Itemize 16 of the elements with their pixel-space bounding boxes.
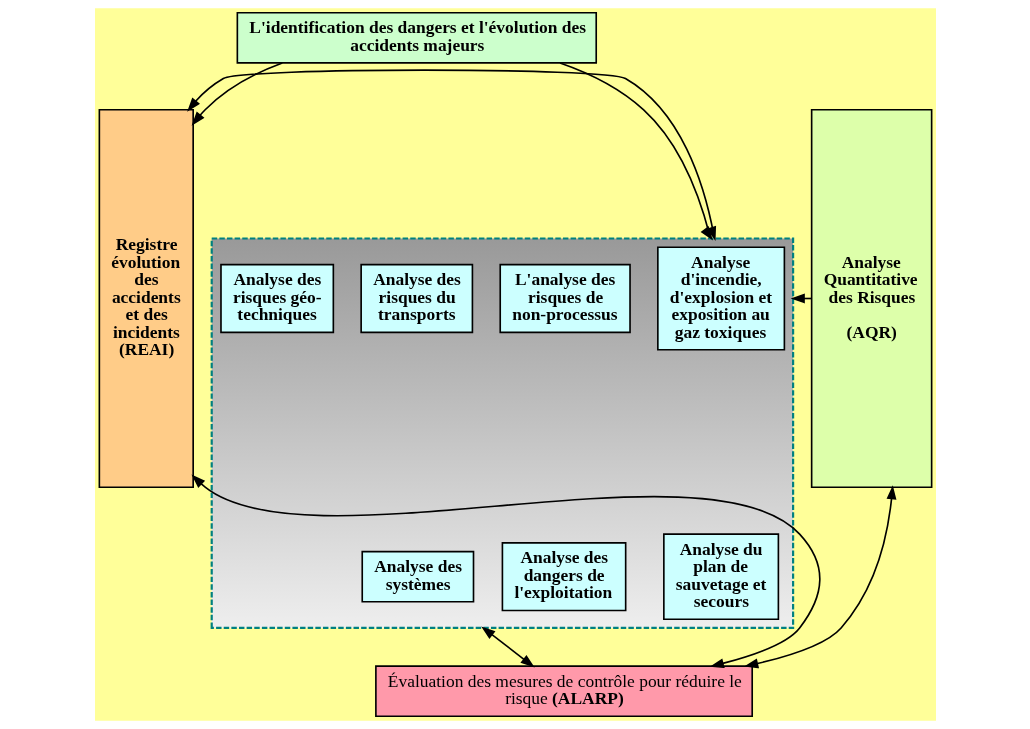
node-box: Analyse des dangers de l'exploitation [501,542,626,612]
node-box: Analyse d'incendie, d'explosion et exposition au gaz toxiques [656,246,785,351]
node-box: L'identification des dangers et l'évolution des accidents majeurs [236,11,597,64]
node-box: Analyse des risques géo-techniques [219,263,334,334]
node-box: Analyse Quantitative des Risques (AQR) [810,109,932,489]
node-box: Registre évolution des accidents et des incidents (REAI) [98,109,194,489]
arrow [190,474,821,669]
cluster [210,237,794,629]
node-box: Analyse des systèmes [360,550,474,603]
node-box: Analyse du plan de sauvetage et secours [662,533,779,621]
node-box: L'analyse des risques de non-processus [498,263,631,334]
arrow [480,626,535,668]
arrow [743,485,896,669]
node-box: Évaluation des mesures de contrôle pour réduire le risque (ALARP) [374,665,753,718]
node-box: Analyse des risques du transports [359,263,473,334]
arrow [191,62,283,126]
